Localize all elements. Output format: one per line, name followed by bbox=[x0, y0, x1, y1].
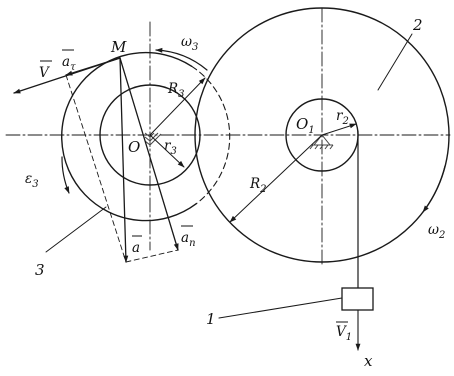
leader-gear-3 bbox=[45, 206, 107, 253]
radius-r2 bbox=[321, 123, 357, 136]
omega3-arc bbox=[155, 47, 208, 71]
label-r2: r2 bbox=[336, 108, 349, 127]
gear-3-hidden-arc bbox=[191, 65, 231, 205]
support-O1 bbox=[309, 134, 334, 150]
label-omega2: ω2 bbox=[428, 222, 445, 241]
label-a-n: an bbox=[181, 230, 196, 249]
vector-a-n bbox=[119, 57, 179, 251]
omega2-arc bbox=[422, 165, 446, 213]
gear-3-inner-circle bbox=[99, 84, 201, 186]
gear-2-outer-circle bbox=[194, 7, 450, 263]
vector-a-tau bbox=[65, 57, 121, 76]
vector-a bbox=[119, 57, 129, 263]
label-x-axis: x bbox=[364, 352, 373, 370]
label-point-M: M bbox=[110, 38, 127, 56]
radius-R3 bbox=[149, 77, 206, 136]
label-center-O1: O1 bbox=[296, 115, 315, 136]
label-a-tau: aτ bbox=[62, 54, 76, 73]
label-R2: R2 bbox=[249, 176, 267, 195]
label-V: V bbox=[39, 65, 50, 81]
label-center-O: O bbox=[128, 138, 140, 156]
label-gear-3: 3 bbox=[35, 261, 45, 279]
label-gear-2: 2 bbox=[412, 16, 423, 34]
leader-load-1 bbox=[218, 297, 343, 319]
vector-overlines bbox=[40, 49, 348, 323]
label-epsilon3: ε3 bbox=[25, 171, 39, 190]
support-O bbox=[144, 132, 162, 147]
label-body-1: 1 bbox=[206, 310, 216, 328]
gear-3 bbox=[61, 51, 231, 222]
parallelogram-dashes bbox=[65, 74, 179, 263]
label-omega3: ω3 bbox=[181, 34, 198, 53]
radius-r3 bbox=[149, 134, 185, 168]
load-1 bbox=[341, 287, 374, 311]
radius-R2 bbox=[229, 134, 323, 223]
epsilon3-arc bbox=[61, 156, 70, 194]
label-R3: R3 bbox=[167, 81, 185, 100]
leader-gear-2 bbox=[377, 33, 413, 91]
label-V1: V1 bbox=[336, 324, 352, 343]
label-r3: r3 bbox=[164, 138, 177, 157]
center-lines bbox=[5, 7, 451, 266]
label-a: a bbox=[132, 240, 140, 256]
gear-3-outer-circle bbox=[61, 51, 197, 222]
